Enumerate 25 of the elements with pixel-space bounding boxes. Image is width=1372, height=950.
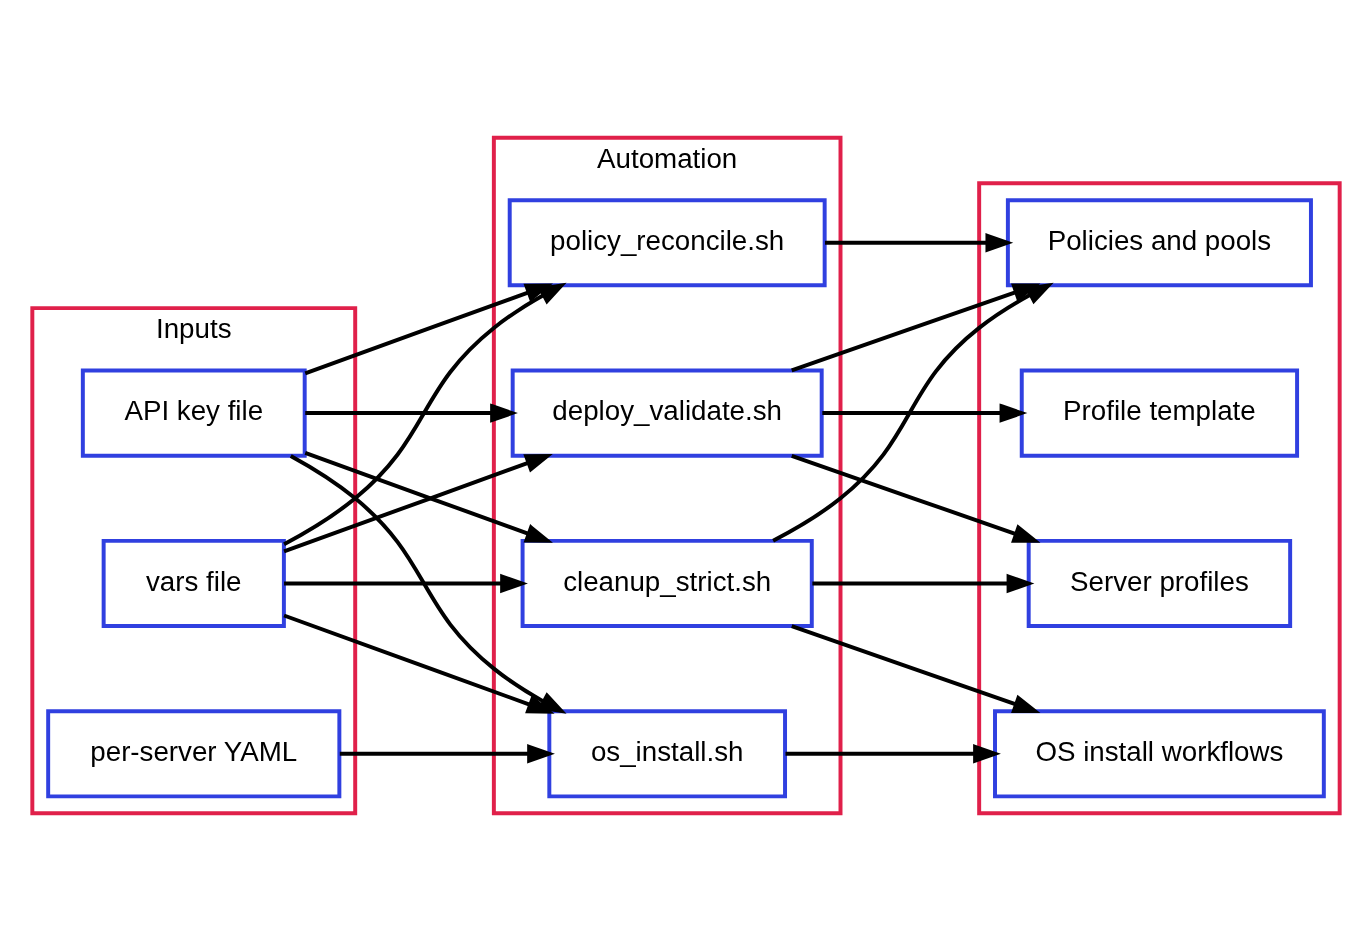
node-box: vars file: [101, 538, 286, 628]
cluster: [977, 180, 1342, 815]
node-box: Server profiles: [1026, 538, 1293, 628]
arrow: [812, 573, 1035, 593]
arrow: [305, 402, 518, 423]
arrow: [304, 450, 553, 543]
node-box: cleanup_strict.sh: [520, 538, 814, 628]
arrow: [785, 743, 1001, 764]
node-box: Profile template: [1019, 368, 1300, 458]
node-box: Policies and pools: [1005, 197, 1313, 287]
arrow: [283, 453, 553, 553]
arrow: [791, 623, 1041, 713]
node-box: deploy_validate.sh: [510, 368, 824, 458]
arrow: [304, 282, 553, 375]
arrow: [339, 743, 555, 764]
node-box: OS install workflows: [993, 708, 1326, 798]
arrow: [284, 573, 528, 593]
arrow: [822, 402, 1028, 423]
arrow: [825, 232, 1014, 252]
arrow: [791, 453, 1041, 543]
node-box: API key file: [80, 368, 307, 458]
arrow: [283, 282, 567, 546]
node-box: policy_reconcile.sh: [507, 197, 827, 287]
node-box: per-server YAML: [46, 708, 342, 798]
node-box: os_install.sh: [547, 708, 787, 798]
